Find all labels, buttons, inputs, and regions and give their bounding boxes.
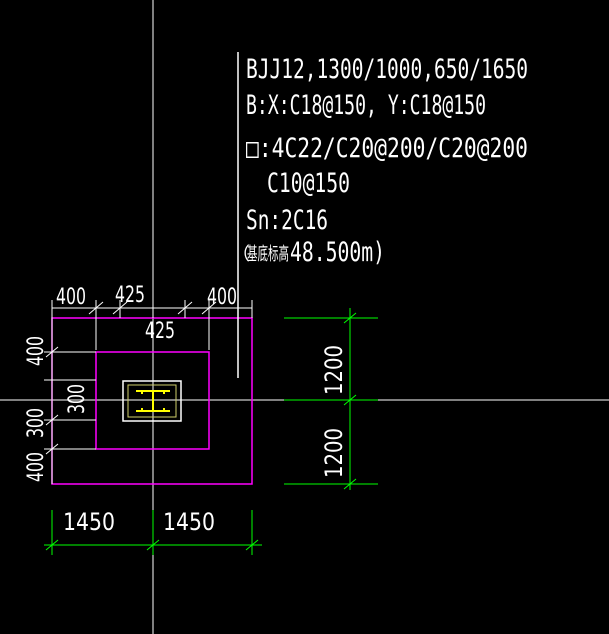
- column-section: [122, 380, 182, 422]
- h-beam-icon: [136, 390, 170, 412]
- column-inner: [127, 384, 177, 418]
- dim-left-1: 400: [24, 336, 49, 366]
- column-outline: [122, 380, 182, 422]
- dim-left-2: 300: [65, 384, 90, 414]
- annotation-line-3: □:4C22/C20@200/C20@200: [246, 133, 528, 164]
- foundation-inner-step: [95, 351, 210, 450]
- annotation-line-2: B:X:C18@150, Y:C18@150: [246, 90, 486, 121]
- dim-top-3: 400: [207, 285, 237, 310]
- dim-left-4: 400: [24, 452, 49, 482]
- annotation-line-4: C10@150: [267, 168, 350, 199]
- annotation-line-6-label: 基底标高: [247, 244, 289, 265]
- annotation-line-5: Sn:2C16: [246, 205, 328, 236]
- dim-right-2: 1200: [320, 428, 348, 478]
- annotation-line-6-prefix: （: [232, 244, 250, 265]
- dim-left-3: 300: [24, 408, 49, 438]
- dim-top-4: 425: [145, 319, 175, 344]
- left-dimension-chain: [44, 318, 96, 484]
- dim-top-1: 400: [56, 285, 86, 310]
- dim-bottom-1: 1450: [63, 508, 115, 536]
- bottom-dimension-chain: [44, 510, 262, 555]
- dim-top-2: 425: [115, 283, 145, 308]
- annotation-line-6-value: 48.500m): [290, 237, 385, 268]
- annotation-line-1: BJJ12,1300/1000,650/1650: [246, 54, 528, 85]
- right-dimension-chain: [284, 308, 378, 490]
- top-dimension-chain: [51, 300, 253, 350]
- dim-right-1: 1200: [320, 345, 348, 395]
- annotation-block: BJJ12,1300/1000,650/1650 B:X:C18@150, Y:…: [232, 54, 528, 268]
- dim-bottom-2: 1450: [163, 508, 215, 536]
